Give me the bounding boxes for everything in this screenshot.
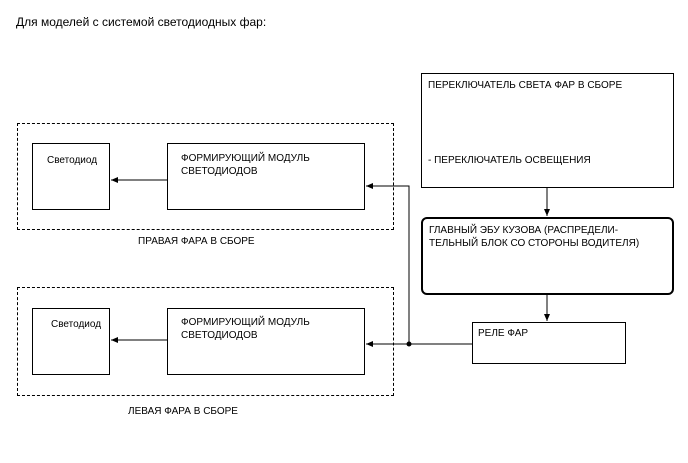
right-led-label: Светодиод (47, 155, 98, 166)
ecu-label-line2: ТЕЛЬНЫЙ БЛОК СО СТОРОНЫ ВОДИТЕЛЯ) (429, 238, 640, 249)
switch-item-light-control: - ПЕРЕКЛЮЧАТЕЛЬ ОСВЕЩЕНИЯ (428, 155, 591, 166)
ecu-label-line1: ГЛАВНЫЙ ЭБУ КУЗОВА (РАСПРЕДЕЛИ- (429, 225, 619, 236)
relay-label: РЕЛЕ ФАР (478, 328, 529, 339)
left-module-label-line2: СВЕТОДИОДОВ (181, 330, 258, 341)
left-led-label: Светодиод (51, 319, 102, 330)
wire-junction-dot (406, 341, 412, 347)
right-module-label-line1: ФОРМИРУЮЩИЙ МОДУЛЬ (181, 153, 310, 164)
main-body-ecu: ГЛАВНЫЙ ЭБУ КУЗОВА (РАСПРЕДЕЛИ- ТЕЛЬНЫЙ … (421, 217, 674, 295)
diagram-heading: Для моделей с системой светодиодных фар: (16, 15, 267, 29)
headlight-relay: РЕЛЕ ФАР (472, 322, 626, 364)
headlight-switch-assembly: ПЕРЕКЛЮЧАТЕЛЬ СВЕТА ФАР В СБОРЕ - ПЕРЕКЛ… (421, 73, 674, 188)
right-led-driver-module: ФОРМИРУЮЩИЙ МОДУЛЬ СВЕТОДИОДОВ (167, 143, 365, 210)
left-headlamp-caption: ЛЕВАЯ ФАРА В СБОРЕ (128, 406, 238, 417)
right-headlamp-assembly (17, 123, 394, 230)
right-led-box: Светодиод (32, 143, 110, 210)
right-module-label-line2: СВЕТОДИОДОВ (181, 166, 258, 177)
right-headlamp-caption: ПРАВАЯ ФАРА В СБОРЕ (138, 236, 255, 247)
left-module-label-line1: ФОРМИРУЮЩИЙ МОДУЛЬ (181, 317, 310, 328)
left-led-box: Светодиод (32, 308, 110, 375)
switch-title: ПЕРЕКЛЮЧАТЕЛЬ СВЕТА ФАР В СБОРЕ (428, 80, 623, 91)
left-led-driver-module: ФОРМИРУЮЩИЙ МОДУЛЬ СВЕТОДИОДОВ (167, 308, 365, 375)
